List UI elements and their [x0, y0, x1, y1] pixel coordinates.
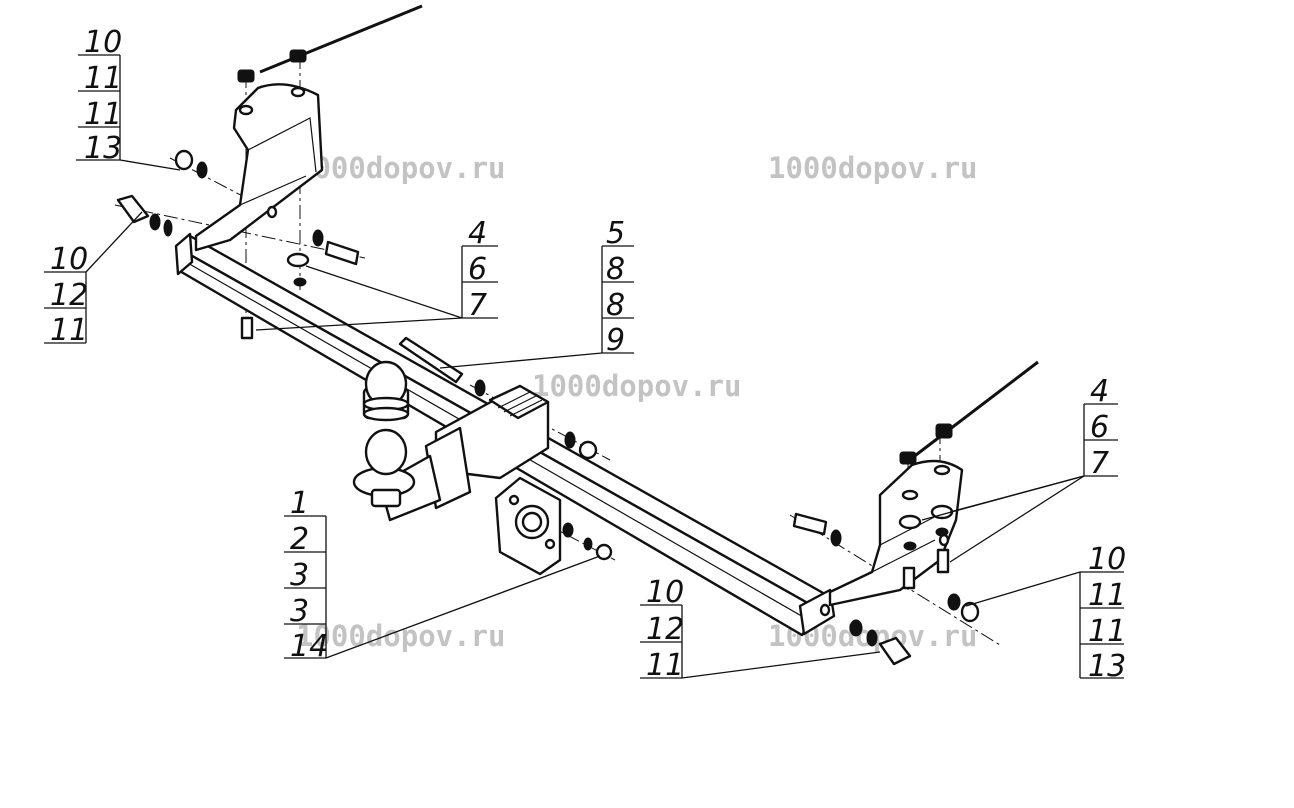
callout-label: 5 [606, 216, 625, 251]
callout-center-pin-stack: 5 8 8 9 [439, 216, 634, 369]
callout-upper-center-bracket-bolt: 4 6 7 [255, 216, 498, 331]
callout-label: 8 [606, 252, 625, 287]
left-mounting-bracket [194, 83, 324, 252]
callout-right-bracket-bolt: 4 6 7 [921, 374, 1118, 563]
tow-ball-lower [352, 428, 416, 508]
callout-label: 10 [50, 242, 88, 277]
callout-label: 11 [84, 97, 122, 132]
callout-label: 11 [646, 648, 684, 683]
callout-label: 11 [1088, 614, 1126, 649]
callout-label: 11 [50, 313, 88, 348]
callout-label: 10 [646, 575, 684, 610]
callout-ball-mount-stack: 1 2 3 3 14 [284, 486, 601, 664]
callout-label: 7 [1090, 446, 1109, 481]
callout-label: 1 [290, 486, 309, 521]
callout-right-nut-stack: 10 11 11 13 [965, 542, 1126, 684]
callout-bottom-center-bolt-stack: 10 12 11 [640, 575, 881, 683]
callout-label: 6 [1090, 410, 1109, 445]
watermark: 1000dopov.ru [768, 151, 978, 185]
callout-label: 11 [84, 61, 122, 96]
callout-label: 11 [1088, 578, 1126, 613]
callout-label: 3 [290, 558, 309, 593]
hardware [116, 149, 980, 666]
callout-label: 10 [1088, 542, 1126, 577]
watermark: 1000dopov.ru [296, 151, 506, 185]
callout-label: 14 [290, 629, 328, 664]
cables [237, 4, 1039, 465]
callout-left-bolt-stack: 10 12 11 [44, 211, 143, 348]
callout-label: 3 [290, 594, 309, 629]
callout-label: 8 [606, 288, 625, 323]
callout-label: 2 [290, 522, 309, 557]
callout-label: 12 [646, 612, 684, 647]
watermark: 1000dopov.ru [296, 619, 506, 653]
socket-plate [494, 476, 562, 576]
callout-top-left-nut-stack: 10 11 11 13 [76, 25, 181, 171]
callout-label: 13 [1088, 649, 1126, 684]
callout-label: 7 [468, 288, 487, 323]
callout-label: 6 [468, 252, 487, 287]
right-mounting-bracket [819, 459, 964, 617]
watermark: 1000dopov.ru [532, 369, 742, 403]
callout-label: 4 [468, 216, 487, 251]
tow-ball-upper [362, 360, 410, 422]
callout-label: 9 [606, 323, 625, 358]
callout-label: 4 [1090, 374, 1109, 409]
callout-label: 10 [84, 25, 122, 60]
callout-label: 12 [50, 278, 88, 313]
callout-label: 13 [84, 131, 122, 166]
